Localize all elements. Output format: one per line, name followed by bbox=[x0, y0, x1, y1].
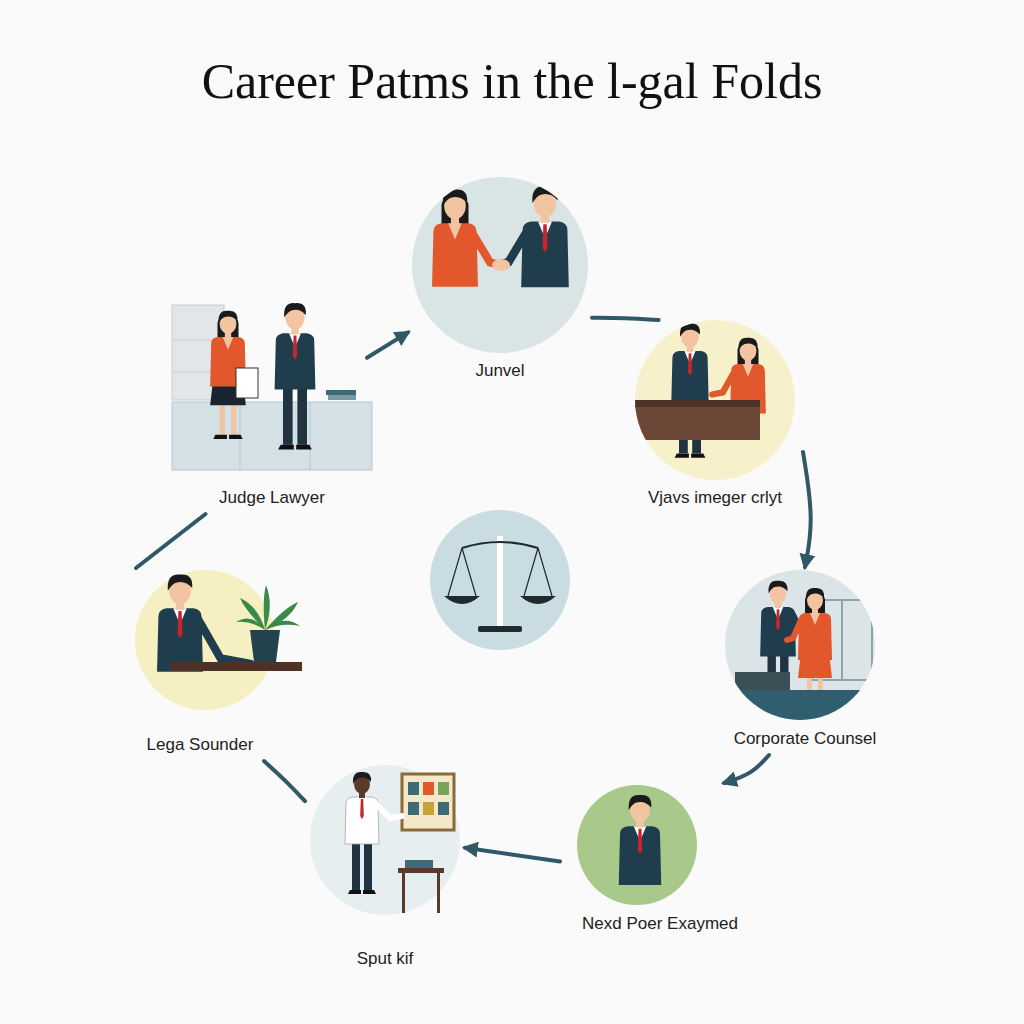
node-label: Judge Lawyer bbox=[217, 488, 327, 508]
path-connector bbox=[465, 848, 560, 862]
node-label: Vjavs imeger crlyt bbox=[646, 488, 784, 508]
scene bbox=[432, 186, 569, 287]
path-connector bbox=[136, 514, 206, 568]
scene-circle bbox=[310, 765, 460, 915]
person-figure bbox=[619, 795, 662, 885]
node-label: Corporate Counsel bbox=[732, 729, 879, 749]
scene-circle bbox=[412, 177, 588, 353]
node-label: Nexd Poer Exaymed bbox=[580, 914, 740, 934]
career-node: Vjavs imeger crlyt bbox=[627, 320, 803, 514]
scene bbox=[157, 574, 302, 671]
scene bbox=[444, 536, 556, 632]
node-label: Junvel bbox=[473, 361, 526, 381]
person-figure bbox=[275, 303, 316, 450]
person-figure bbox=[345, 772, 402, 894]
career-node: Sput kif bbox=[305, 763, 465, 975]
career-node: Corporate Counsel bbox=[715, 567, 895, 755]
scene bbox=[619, 795, 662, 885]
path-connector bbox=[803, 452, 811, 567]
career-node: Judge Lawyer bbox=[177, 300, 367, 514]
path-connector bbox=[592, 318, 659, 320]
scene-circle bbox=[577, 785, 697, 905]
scene bbox=[720, 581, 880, 730]
career-node: Junvel bbox=[408, 177, 592, 387]
scene bbox=[630, 324, 766, 458]
node-label: Lega Sounder bbox=[145, 735, 256, 755]
person-figure bbox=[157, 574, 250, 671]
office-scene bbox=[172, 303, 372, 470]
scene bbox=[345, 772, 454, 913]
person-figure bbox=[497, 186, 568, 287]
path-connector bbox=[724, 755, 769, 783]
diagram-title: Career Patms in the l-gal Folds bbox=[0, 52, 1024, 110]
scene-circle bbox=[430, 510, 570, 650]
node-label: Sput kif bbox=[355, 949, 416, 969]
career-node: Lega Sounder bbox=[120, 568, 280, 761]
path-connector bbox=[264, 761, 305, 801]
path-connector bbox=[367, 332, 408, 357]
person-figure bbox=[432, 189, 501, 286]
career-node: Nexd Poer Exaymed bbox=[560, 783, 760, 940]
